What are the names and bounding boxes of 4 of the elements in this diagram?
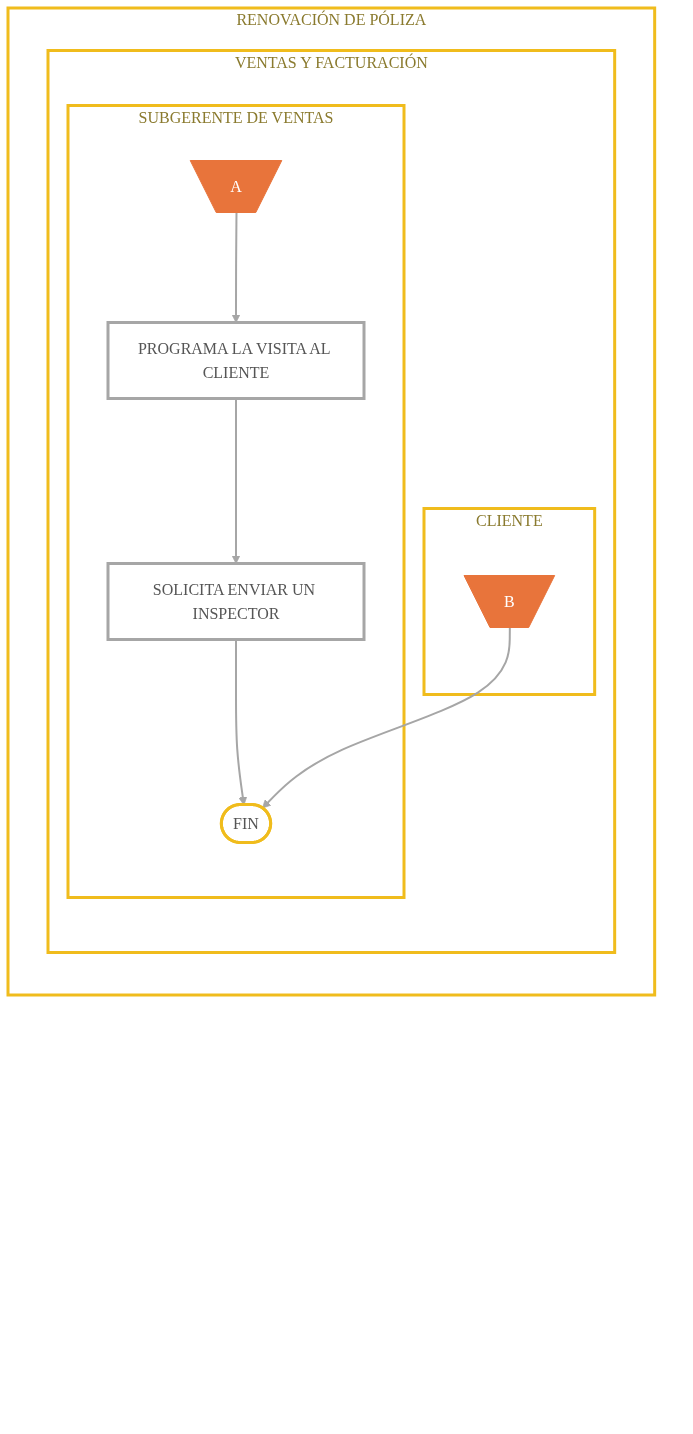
node-box: SOLICITA ENVIAR UN INSPECTOR <box>106 562 366 641</box>
arrow <box>262 627 511 809</box>
arrow <box>231 212 241 323</box>
node-box: PROGRAMA LA VISITA AL CLIENTE <box>106 321 366 400</box>
